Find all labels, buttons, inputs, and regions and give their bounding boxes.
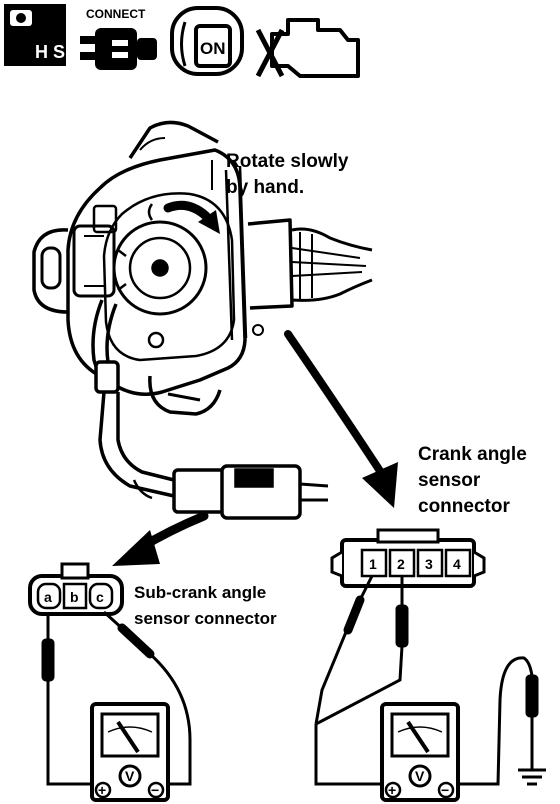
left-voltmeter: V + − — [90, 702, 170, 802]
arrow-to-crank-connector — [284, 330, 398, 508]
crank-pin-2 — [388, 548, 416, 578]
subcrank-connector: a b c — [28, 562, 124, 616]
left-meter-display — [100, 712, 160, 758]
crank-label-line3: connector — [418, 496, 510, 517]
right-meter-volt-label: V — [415, 768, 425, 784]
left-meter-needle — [116, 720, 140, 754]
connect-label: CONNECT — [86, 7, 146, 21]
rotate-label-line1: Rotate slowly — [226, 151, 349, 172]
rotation-arrow — [163, 200, 220, 234]
subcrank-pin-a — [36, 582, 62, 610]
left-meter-negative-label: − — [151, 782, 159, 798]
sensor-harness — [91, 299, 175, 500]
hs-mode-icon: H S — [4, 4, 66, 66]
crank-pin-3-label: 3 — [425, 556, 433, 572]
hs-label: H S — [35, 42, 65, 62]
subcrank-pin-a-label: a — [44, 589, 52, 605]
ignition-label: ON — [200, 39, 226, 58]
left-meter-positive-label: + — [98, 782, 106, 798]
left-probe-leads — [41, 610, 192, 786]
crank-label-line1: Crank angle — [418, 444, 527, 465]
rotate-label-line2: by hand. — [226, 177, 304, 198]
arrow-to-subcrank-connector — [112, 511, 209, 566]
right-meter-volt-dial — [408, 764, 432, 788]
crank-pin-3 — [416, 548, 444, 578]
crank-pin-4 — [444, 548, 472, 578]
right-meter-negative-terminal — [437, 781, 455, 799]
distributor-assembly — [32, 120, 373, 416]
crank-pin-1-label: 1 — [369, 556, 377, 572]
ignition-on-icon: ON — [170, 6, 244, 76]
right-meter-positive-label: + — [388, 782, 396, 798]
subcrank-pin-c — [88, 582, 114, 610]
crank-pin-1 — [360, 548, 388, 578]
inline-connector — [172, 464, 329, 520]
right-meter-display — [390, 712, 450, 758]
right-voltmeter: V + − — [380, 702, 460, 802]
ground-symbol — [518, 768, 546, 786]
right-probe-leads — [314, 575, 539, 786]
subcrank-label-line2: sensor connector — [134, 609, 277, 628]
engine-stopped-icon — [255, 18, 360, 78]
right-meter-positive-terminal — [384, 781, 402, 799]
crank-connector: 1 2 3 4 — [330, 528, 486, 588]
left-meter-negative-terminal — [147, 781, 165, 799]
subcrank-pin-b-label: b — [70, 589, 79, 605]
left-meter-volt-label: V — [125, 768, 135, 784]
left-meter-volt-dial — [118, 764, 142, 788]
crank-label-line2: sensor — [418, 470, 481, 491]
connect-icon: CONNECT — [80, 7, 157, 70]
subcrank-pin-c-label: c — [96, 589, 104, 605]
subcrank-pin-b — [62, 582, 88, 610]
right-meter-negative-label: − — [441, 782, 449, 798]
crank-pin-2-label: 2 — [397, 556, 405, 572]
left-meter-positive-terminal — [94, 781, 112, 799]
crank-pin-4-label: 4 — [453, 556, 461, 572]
subcrank-label-line1: Sub-crank angle — [134, 583, 266, 602]
right-meter-needle — [406, 720, 430, 754]
